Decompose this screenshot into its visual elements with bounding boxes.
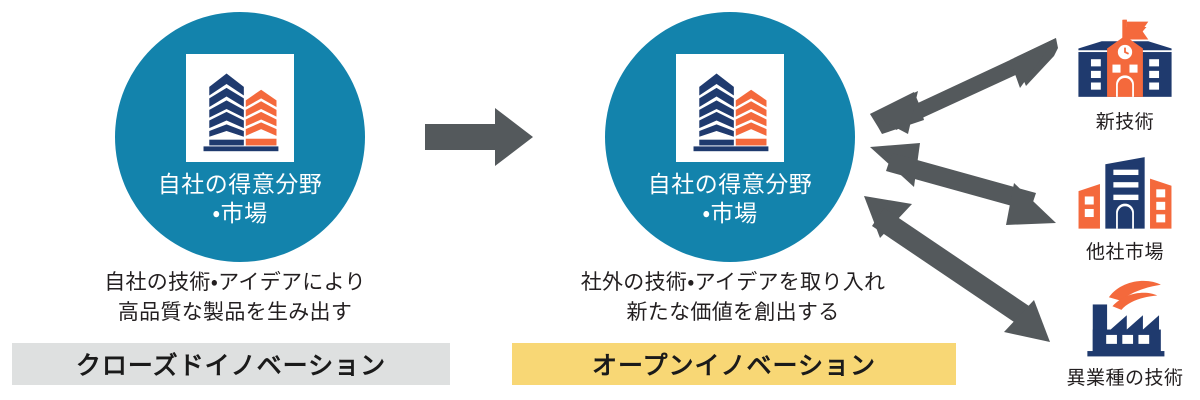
partner-other-industry: 異業種の技術 — [1055, 274, 1195, 390]
partner-icon-wrap-1 — [1071, 148, 1179, 234]
closed-circle-icon-box — [186, 54, 294, 162]
open-innovation-banner: オープンイノベーション — [512, 343, 956, 385]
open-caption: 社外の技術・アイデアを取り入れ 新たな価値を創出する — [580, 271, 886, 324]
open-innovation-circle: 自社の得意分野 ・市場 — [605, 12, 855, 262]
partner-label-other-market: 他社市場 — [1085, 242, 1164, 263]
right-arrow-icon — [425, 108, 533, 166]
factory-icon — [1087, 280, 1165, 357]
office-buildings-icon — [693, 73, 769, 152]
double-arrow-to-other-market — [870, 143, 1056, 225]
school-building-icon — [1078, 19, 1172, 97]
partner-icon-wrap-2 — [1070, 274, 1180, 360]
open-circle-icon-box — [676, 54, 784, 162]
closed-innovation-circle: 自社の得意分野 ・市場 — [115, 12, 365, 262]
partner-new-technology: 新技術 — [1055, 18, 1195, 134]
partner-label-other-industry: 異業種の技術 — [1066, 368, 1184, 389]
city-buildings-icon — [1078, 157, 1172, 229]
partner-icon-wrap-0 — [1071, 18, 1179, 104]
double-arrow-to-new-technology — [870, 38, 1058, 134]
double-arrow-to-other-industry — [864, 196, 1050, 342]
closed-caption: 自社の技術・アイデアにより 高品質な製品を生み出す — [104, 271, 366, 324]
open-circle-label: 自社の得意分野 ・市場 — [647, 171, 813, 227]
partner-label-new-technology: 新技術 — [1095, 112, 1155, 133]
closed-circle-label: 自社の得意分野 ・市場 — [157, 171, 323, 227]
closed-banner-label: クローズドイノベーション — [75, 352, 387, 380]
office-buildings-icon — [203, 73, 279, 152]
open-banner-label: オープンイノベーション — [591, 352, 876, 380]
partner-other-market: 他社市場 — [1055, 148, 1195, 264]
closed-innovation-banner: クローズドイノベーション — [12, 343, 450, 385]
